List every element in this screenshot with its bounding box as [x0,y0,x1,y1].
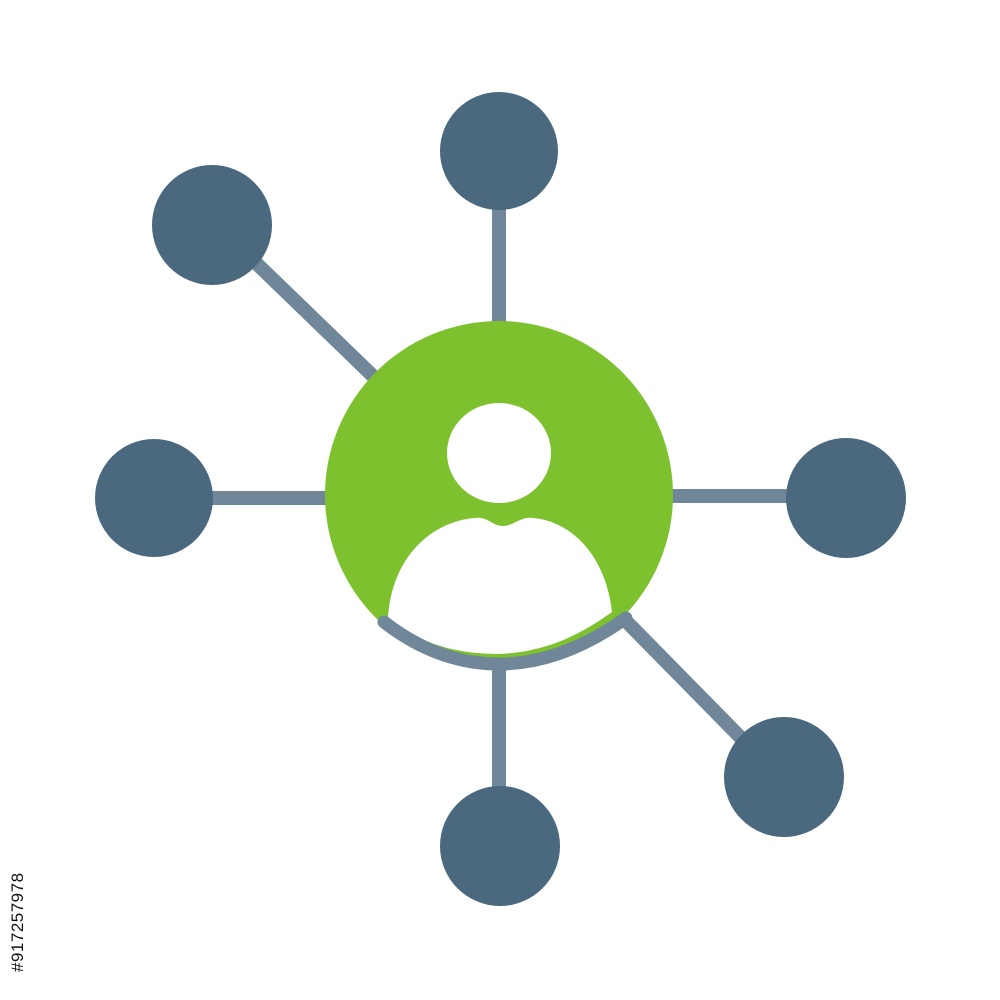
node-top [440,92,558,210]
stock-id-label: #917257978 [8,872,28,972]
stock-id-text: #917257978 [8,872,27,972]
bottom-arc-connector [377,611,633,671]
network-nodes [95,92,906,906]
person-body [388,517,612,654]
person-head [447,403,551,503]
node-top-left [152,165,272,285]
connector-top-left [248,255,382,385]
connector-bottom-right [618,613,752,749]
person-icon [388,403,612,654]
connector-lines [198,188,802,802]
node-right [786,438,906,558]
node-left [95,439,213,557]
node-bottom-right [724,717,844,837]
node-bottom [440,786,560,906]
